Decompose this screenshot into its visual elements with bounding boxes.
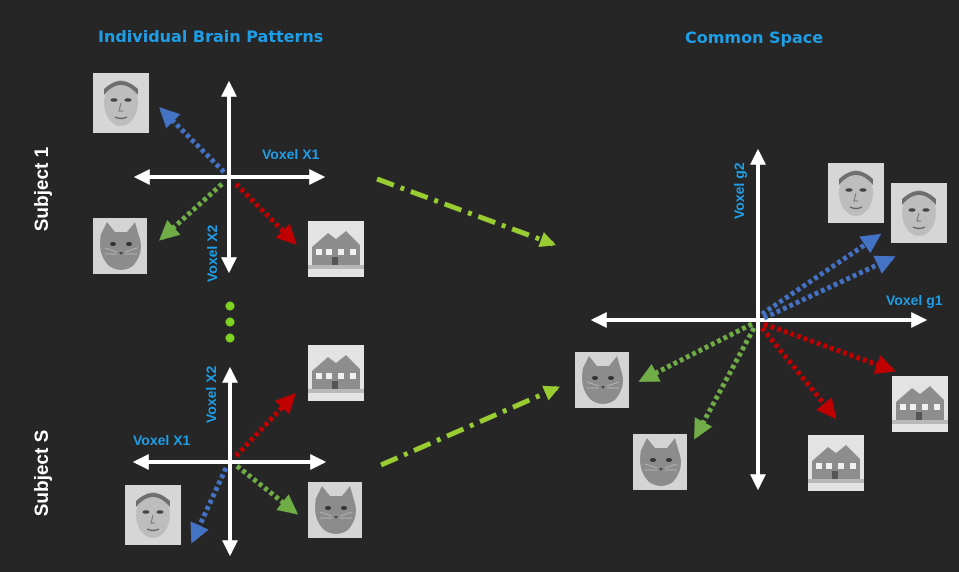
subject1-cat-image — [92, 217, 148, 275]
common-x-axis-label: Voxel g1 — [886, 292, 943, 308]
common-cat-arrow-2 — [693, 326, 757, 440]
subjectS-axes — [132, 366, 327, 557]
subjectS-cat-image — [307, 481, 363, 539]
subject1-face-image — [92, 72, 150, 134]
subject1-pattern-arrows — [159, 107, 297, 245]
subjectS-pattern-arrows — [190, 393, 299, 544]
subject1-axes — [133, 80, 326, 274]
subjectS-house-arrow — [234, 393, 296, 458]
heading-common-space: Common Space — [685, 28, 824, 47]
common-house-image-1 — [892, 376, 948, 432]
common-house-arrow-1 — [763, 321, 896, 374]
heading-individual-brain-patterns: Individual Brain Patterns — [98, 27, 324, 46]
common-space-pattern-arrows — [638, 233, 896, 440]
common-cat-arrow-1 — [638, 321, 754, 383]
subjectS-face-arrow — [190, 466, 229, 544]
subject1-x-axis-label: Voxel X1 — [262, 146, 320, 162]
subjectS-cat-arrow — [235, 464, 299, 515]
ellipsis-dots — [225, 301, 235, 343]
common-cat-image-2 — [632, 433, 688, 491]
mapping-arrow-subjectS — [379, 385, 560, 468]
common-house-arrow-2 — [760, 326, 837, 420]
subject1-cat-arrow — [159, 182, 224, 241]
subject1-house-arrow — [234, 182, 297, 245]
subjectS-x-axis-label: Voxel X1 — [133, 432, 191, 448]
subjectS-house-image — [308, 345, 364, 401]
common-cat-image-1 — [574, 351, 630, 409]
subjectS-face-image — [124, 484, 182, 546]
subject1-house-image — [308, 221, 364, 277]
subject1-face-arrow — [159, 107, 226, 174]
common-face-arrow-1 — [760, 233, 882, 317]
common-house-image-2 — [808, 435, 864, 491]
common-face-image-2 — [890, 182, 948, 244]
common-space-axes — [590, 148, 928, 491]
mapping-arrow-subject1 — [376, 176, 557, 248]
common-face-image-1 — [827, 162, 885, 224]
common-face-arrow-2 — [762, 255, 896, 321]
